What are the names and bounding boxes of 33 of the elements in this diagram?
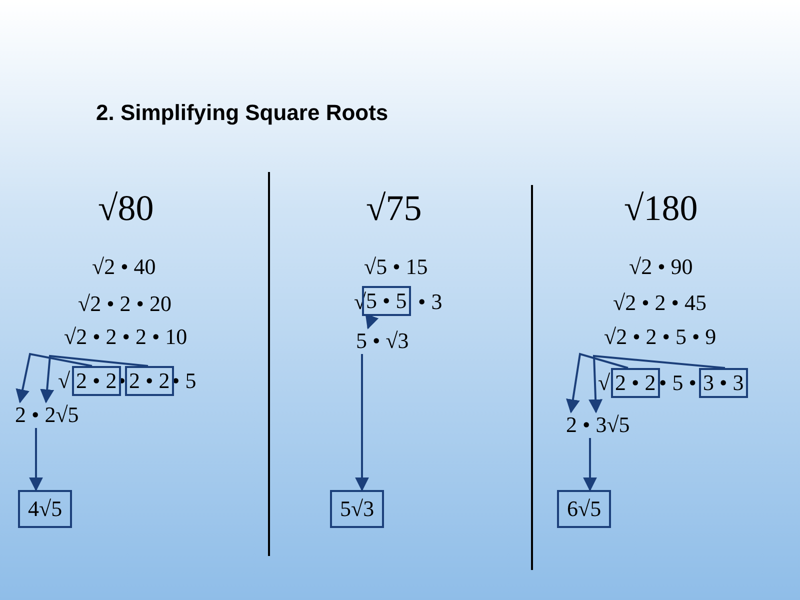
- math-expression: √2 • 90: [629, 254, 693, 280]
- arrow: [588, 354, 726, 414]
- math-expression: √2 • 2 • 5 • 9: [604, 324, 716, 350]
- factor-box: 2 • 2: [125, 366, 174, 396]
- math-expression: √2 • 2 • 20: [78, 291, 172, 317]
- answer-box: 6√5: [557, 490, 612, 528]
- answer-box: 5√3: [330, 490, 384, 528]
- factor-box: 2 • 2: [611, 368, 660, 398]
- math-expression: √2 • 2 • 45: [613, 290, 706, 316]
- math-expression: 5 • √3: [356, 328, 409, 354]
- math-expression: • 3: [418, 289, 442, 315]
- math-expression: √80: [98, 188, 154, 228]
- arrow: [355, 354, 369, 492]
- math-expression: 2 • 3√5: [566, 412, 630, 438]
- arrow: [365, 314, 379, 330]
- factor-box: 3 • 3: [699, 368, 748, 398]
- arrow: [40, 354, 148, 404]
- answer-box: 4√5: [18, 490, 72, 528]
- factor-box: 2 • 2: [72, 366, 121, 396]
- math-expression: 2 • 2√5: [15, 402, 79, 428]
- math-expression: √2 • 40: [92, 254, 156, 280]
- title: 2. Simplifying Square Roots: [96, 100, 388, 126]
- math-expression: √75: [366, 188, 422, 228]
- math-expression: √180: [624, 188, 698, 228]
- math-expression: √: [58, 368, 70, 394]
- math-expression: √: [598, 370, 610, 396]
- arrow: [566, 352, 628, 414]
- math-expression: √5 • 15: [364, 254, 428, 280]
- math-expression: • 5 •: [659, 370, 696, 396]
- math-expression: √2 • 2 • 2 • 10: [64, 324, 188, 350]
- arrow: [16, 352, 92, 404]
- arrow: [29, 428, 43, 492]
- arrow: [583, 438, 597, 492]
